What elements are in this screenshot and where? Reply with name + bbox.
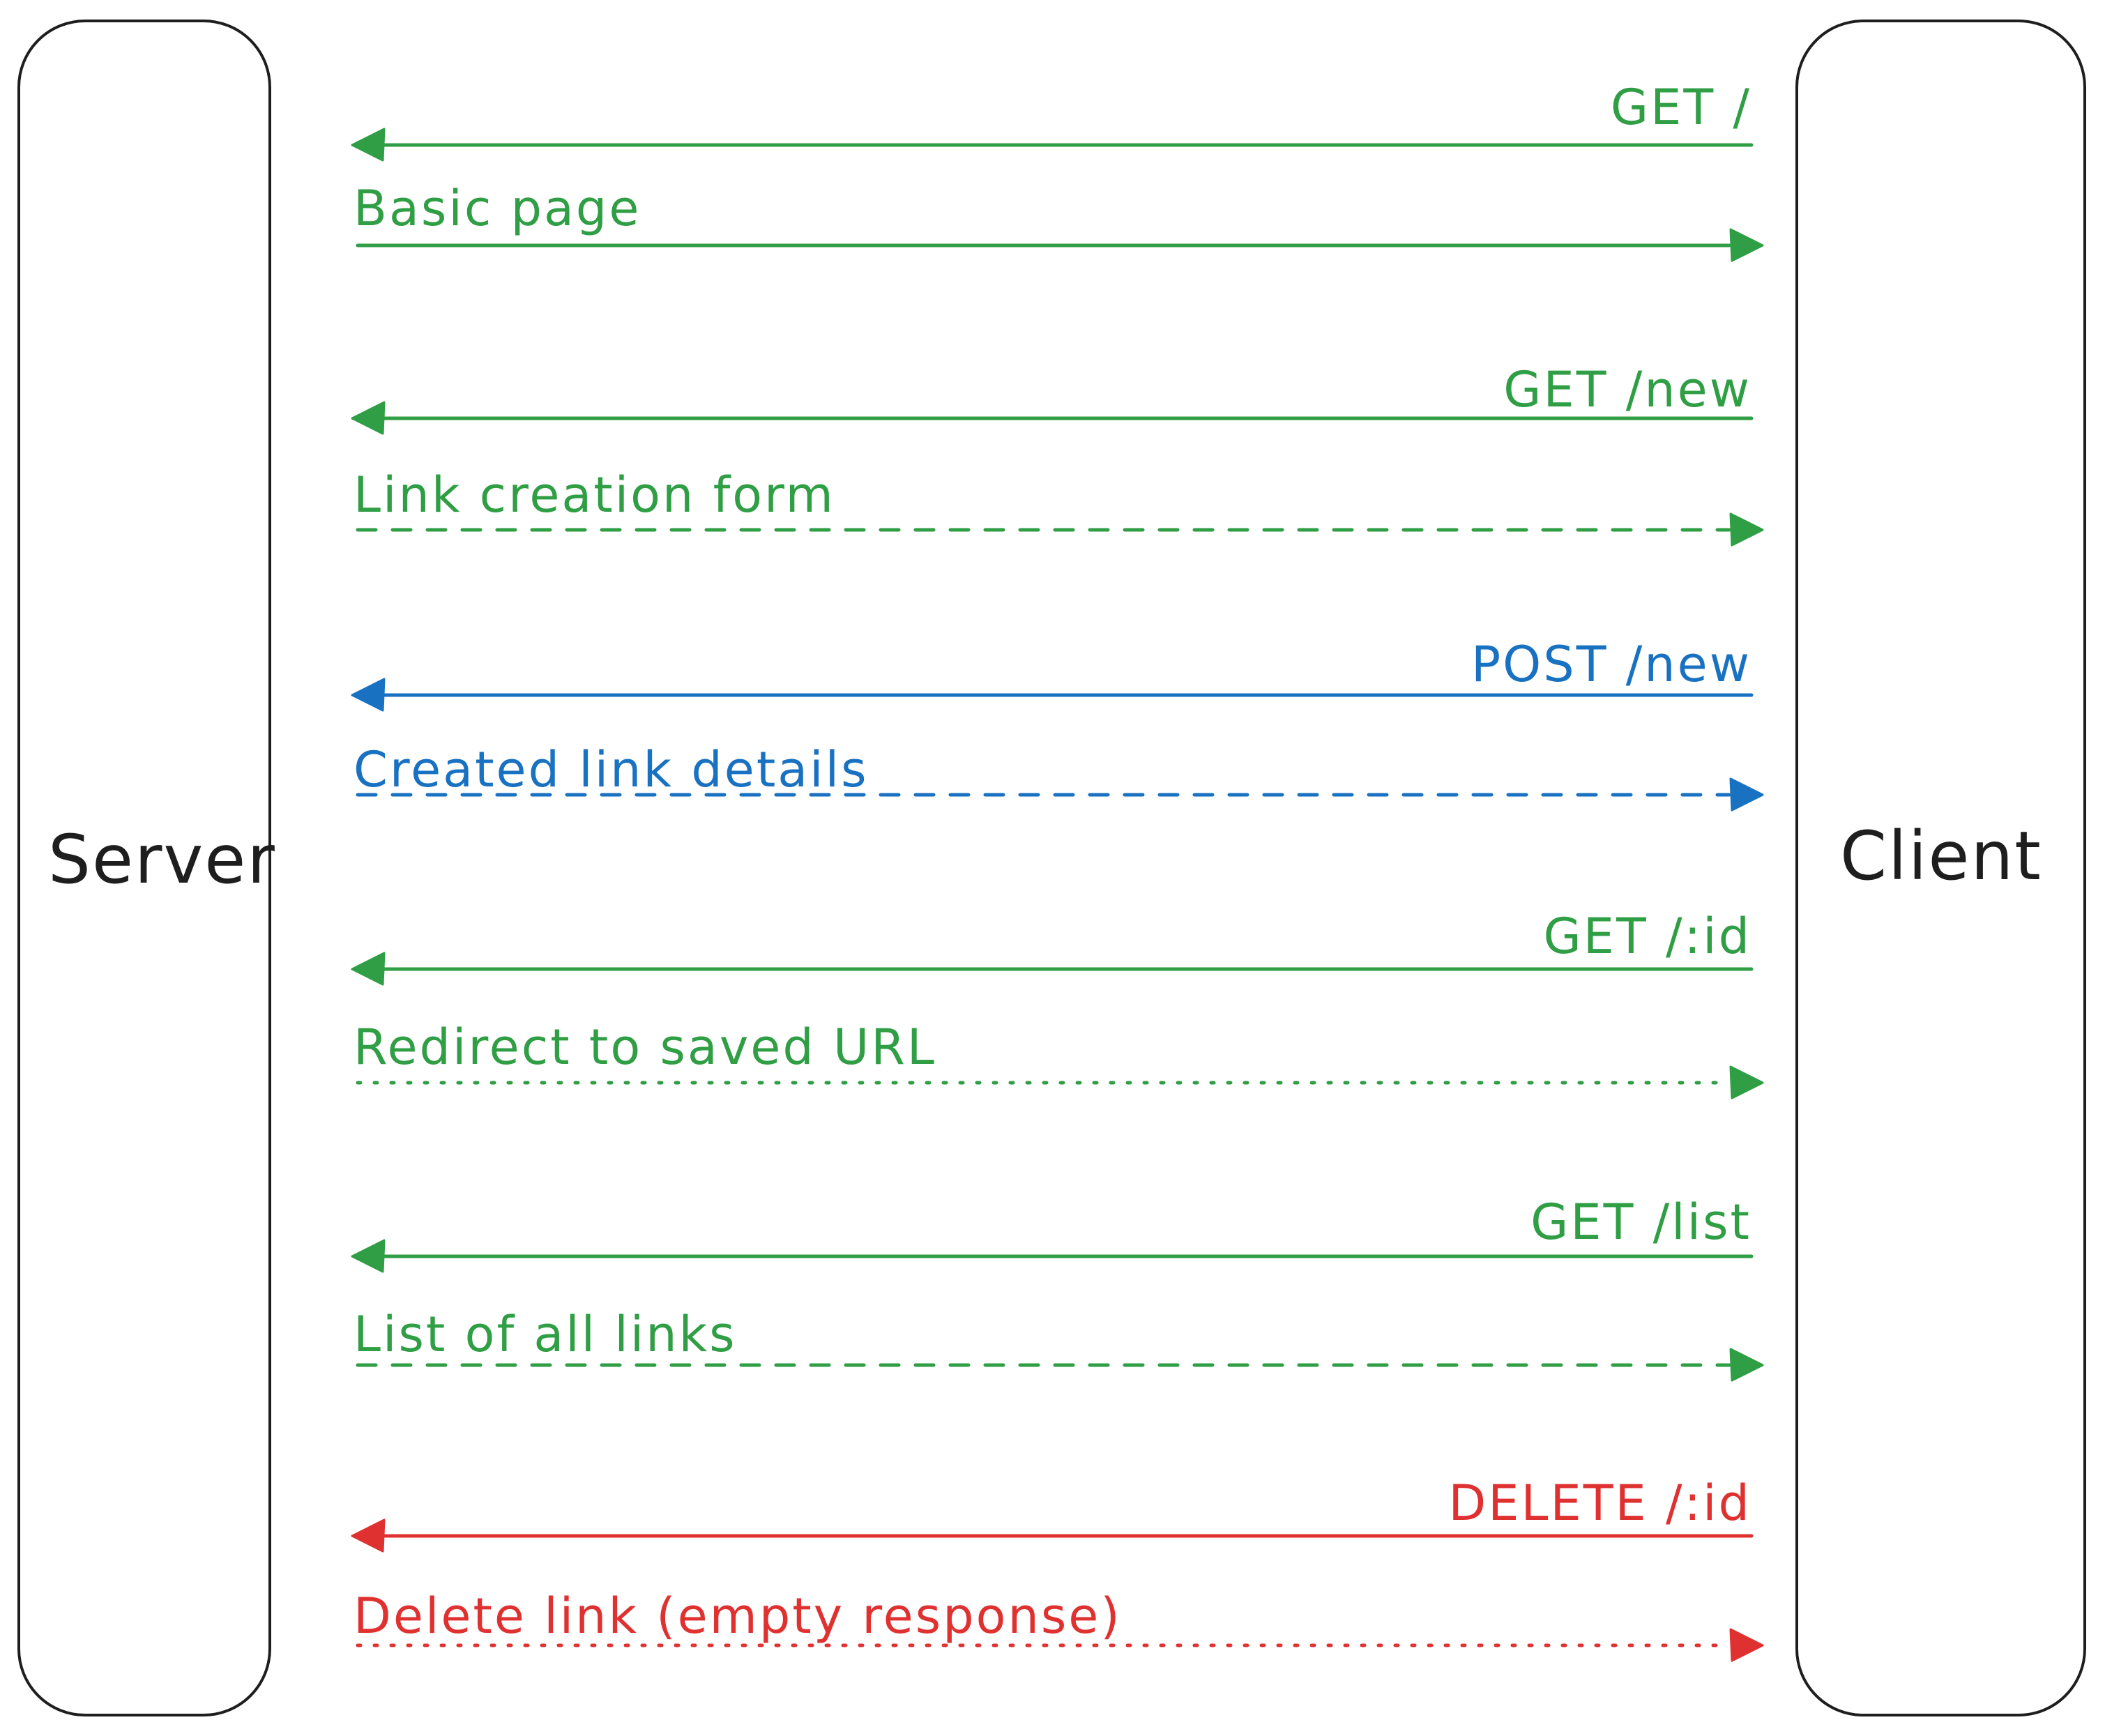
request-label: GET /list [1530, 1194, 1751, 1251]
arrow-right-icon [1729, 1065, 1764, 1099]
response-label: Created link details [354, 741, 869, 798]
arrow-right-icon [1729, 1348, 1764, 1382]
response-label: Redirect to saved URL [354, 1019, 936, 1076]
arrow-left-icon [351, 952, 386, 986]
arrow-left-icon [351, 678, 386, 712]
arrow-right-icon [1729, 228, 1764, 262]
arrow-left-icon [351, 128, 386, 162]
arrow-left-icon [351, 401, 386, 435]
client-label: Client [1840, 817, 2042, 895]
response-label: Basic page [354, 180, 641, 237]
arrow-right-icon [1729, 512, 1764, 547]
server-lifeline-box[interactable] [17, 20, 271, 1716]
response-label: Delete link (empty response) [354, 1587, 1122, 1645]
request-label: GET / [1610, 79, 1751, 136]
request-label: GET /:id [1543, 908, 1751, 965]
arrow-right-icon [1729, 777, 1764, 812]
request-label: GET /new [1503, 361, 1751, 418]
response-label: List of all links [354, 1306, 737, 1363]
response-label: Link creation form [354, 466, 835, 524]
server-label: Server [48, 821, 276, 899]
arrow-left-icon [351, 1518, 386, 1553]
request-label: POST /new [1471, 636, 1751, 693]
message-arrows [351, 128, 1764, 1662]
request-label: DELETE /:id [1448, 1475, 1751, 1532]
arrow-right-icon [1729, 1628, 1764, 1662]
arrow-left-icon [351, 1239, 386, 1273]
client-lifeline-box[interactable] [1795, 20, 2086, 1716]
